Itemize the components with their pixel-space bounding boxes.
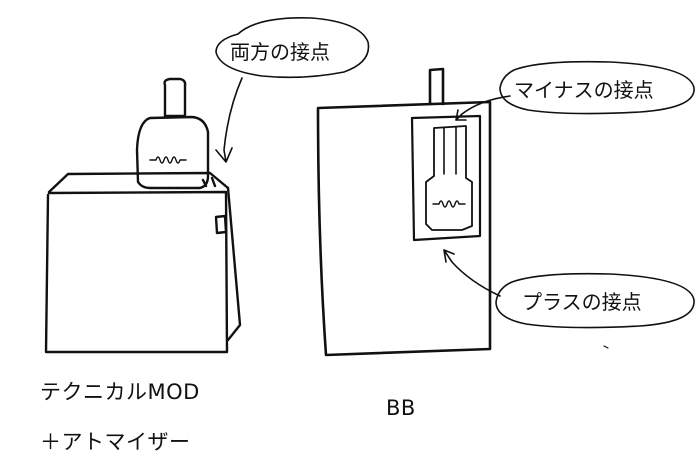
bb-caption: BB	[386, 396, 416, 420]
minus-contact-label: マイナスの接点	[514, 78, 654, 102]
bb-body	[316, 67, 492, 357]
plus-contact-bubble	[495, 272, 695, 329]
atomizer	[135, 77, 210, 190]
minus-contact-bubble	[499, 60, 695, 115]
technical-mod-caption: テクニカルMOD	[40, 380, 200, 404]
both-contacts-label: 両方の接点	[230, 40, 330, 64]
stray-mark	[603, 345, 609, 349]
atomizer-caption: ＋アトマイザー	[40, 430, 191, 454]
bb-coil	[432, 200, 466, 208]
plus-contact-pointer	[443, 249, 501, 297]
both-contacts-pointer	[215, 77, 243, 163]
minus-contact-pointer	[455, 95, 511, 121]
both-contacts-bubble	[215, 17, 370, 79]
atomizer-coil	[149, 156, 187, 164]
technical-mod-body	[44, 171, 242, 354]
bb-window	[410, 114, 482, 242]
plus-contact-label: プラスの接点	[522, 290, 642, 314]
